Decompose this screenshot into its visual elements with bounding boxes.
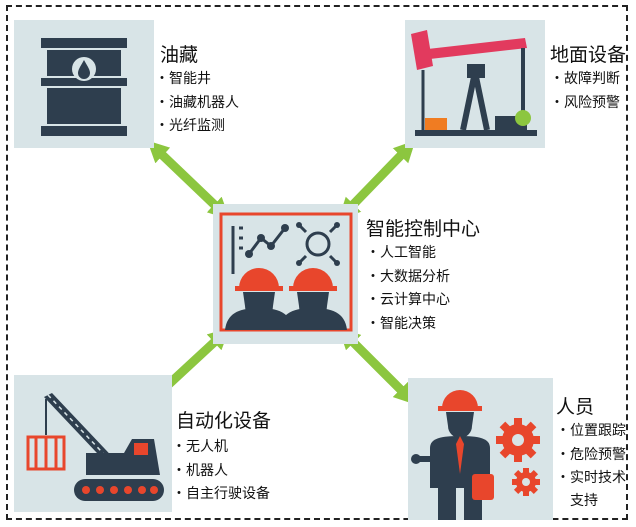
surface-panel <box>405 20 545 148</box>
reservoir-title: 油藏 <box>160 44 199 66</box>
list-item: 风险预警 <box>550 92 620 116</box>
worker-icon <box>411 390 540 520</box>
list-item: 云计算中心 <box>366 289 450 313</box>
personnel-panel <box>408 378 553 520</box>
diagram-border <box>6 5 628 520</box>
center-title: 智能控制中心 <box>366 218 481 240</box>
center-list: 人工智能 大数据分析 云计算中心 智能决策 <box>366 242 450 336</box>
reservoir-panel <box>14 20 154 148</box>
list-item: 大数据分析 <box>366 266 450 290</box>
list-item: 无人机 <box>172 436 270 460</box>
list-item: 危险预警 <box>556 444 626 468</box>
oil-barrel-icon <box>41 38 127 136</box>
arrow-reservoir-center <box>147 140 230 220</box>
personnel-list: 位置跟踪 危险预警 实时技术 <box>556 420 626 491</box>
automation-panel <box>14 375 172 512</box>
reservoir-list: 智能井 油藏机器人 光纤监测 <box>155 68 239 139</box>
personnel-list-continuation: 支持 <box>570 493 598 509</box>
list-item: 智能决策 <box>366 313 450 337</box>
list-item: 故障判断 <box>550 68 620 92</box>
list-item: 机器人 <box>172 460 270 484</box>
pump-jack-icon <box>411 30 537 136</box>
list-item: 位置跟踪 <box>556 420 626 444</box>
center-panel <box>213 204 358 344</box>
list-item: 智能井 <box>155 68 239 92</box>
arrow-surface-center <box>338 140 416 220</box>
list-item: 实时技术 <box>556 467 626 491</box>
list-item: 自主行驶设备 <box>172 483 270 507</box>
personnel-title: 人员 <box>556 396 595 418</box>
list-item: 人工智能 <box>366 242 450 266</box>
crane-icon <box>26 393 164 501</box>
control-center-icon <box>219 212 353 332</box>
arrow-personnel-center <box>338 327 416 405</box>
automation-title: 自动化设备 <box>176 410 272 432</box>
list-item: 光纤监测 <box>155 115 239 139</box>
surface-list: 故障判断 风险预警 <box>550 68 620 115</box>
list-item: 油藏机器人 <box>155 92 239 116</box>
automation-list: 无人机 机器人 自主行驶设备 <box>172 436 270 507</box>
surface-title: 地面设备 <box>550 44 627 66</box>
